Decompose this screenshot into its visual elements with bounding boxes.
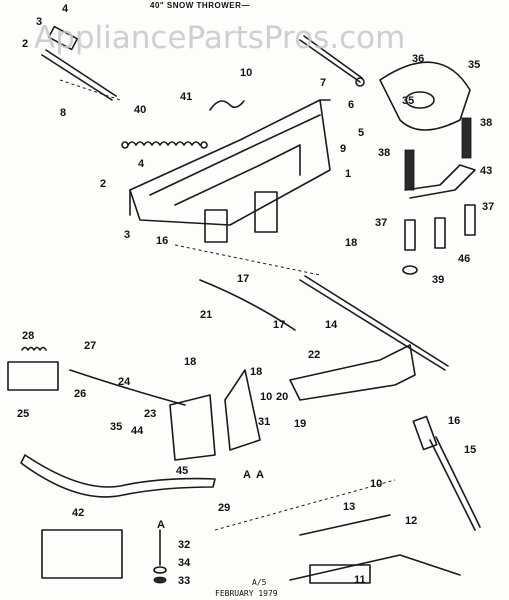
part-shoe-36 [379, 61, 471, 131]
label-27: 27 [84, 340, 96, 352]
label-9: 9 [340, 143, 346, 155]
part-rod-8 [41, 25, 117, 101]
label-45: 45 [176, 465, 188, 477]
label-3b: 3 [124, 229, 130, 241]
label-33: 33 [178, 575, 190, 587]
guide-line-2 [214, 479, 396, 531]
label-20: 20 [276, 391, 288, 403]
label-40: 40 [134, 104, 146, 116]
label-46: 46 [458, 253, 470, 265]
label-1: 1 [345, 168, 351, 180]
label-4b: 4 [138, 158, 145, 170]
label-17a: 17 [237, 273, 249, 285]
label-6: 6 [348, 99, 354, 111]
part-bolts-37-46 [402, 204, 476, 275]
label-24: 24 [118, 376, 131, 388]
label-23: 23 [144, 408, 156, 420]
label-18b: 18 [184, 356, 196, 368]
label-10b: 10 [260, 391, 272, 403]
label-38a: 38 [480, 117, 492, 129]
label-26: 26 [74, 388, 86, 400]
part-bracket-19 [289, 344, 416, 401]
guide-line-3 [59, 79, 121, 101]
diagram-title: 40" SNOW THROWER— [150, 1, 250, 10]
part-handle-29 [20, 454, 216, 498]
label-28: 28 [22, 330, 34, 342]
part-cable-21 [199, 279, 296, 331]
label-42: 42 [72, 507, 84, 519]
footer-date: FEBRUARY 1979 [215, 589, 278, 598]
label-14: 14 [325, 319, 338, 331]
part-lower-frame [289, 514, 461, 584]
label-37a: 37 [375, 217, 387, 229]
label-4a: 4 [62, 3, 69, 15]
label-3a: 3 [36, 16, 42, 28]
label-19: 19 [294, 418, 306, 430]
label-10a: 10 [240, 67, 252, 79]
label-10c: 10 [370, 478, 382, 490]
watermark: AppliancePartsPros.com [34, 20, 405, 56]
part-spring-40 [121, 141, 208, 149]
label-15: 15 [464, 444, 476, 456]
footer-code: A/5 [252, 578, 267, 587]
ref-mark-a3: A [157, 519, 165, 531]
part-spring-38b [461, 117, 472, 159]
label-18a: 18 [345, 237, 357, 249]
label-13: 13 [343, 501, 355, 513]
part-bracket-23 [169, 394, 216, 461]
label-11: 11 [354, 574, 366, 586]
part-frame-1 [129, 99, 331, 243]
ref-mark-a1: A [243, 469, 251, 481]
label-17b: 17 [273, 319, 285, 331]
label-34: 34 [178, 557, 191, 569]
label-25: 25 [17, 408, 29, 420]
part-bracket-25 [7, 346, 59, 391]
label-44: 44 [131, 425, 144, 437]
label-16a: 16 [156, 235, 168, 247]
part-wire-41 [209, 100, 245, 111]
label-35c: 35 [110, 421, 122, 433]
label-35b: 35 [402, 95, 414, 107]
label-35a: 35 [468, 59, 480, 71]
label-41: 41 [180, 91, 192, 103]
label-7: 7 [320, 77, 326, 89]
part-spring-38a [404, 149, 415, 191]
label-37b: 37 [482, 201, 494, 213]
label-36: 36 [412, 53, 424, 65]
label-18c: 18 [250, 366, 262, 378]
label-21: 21 [200, 309, 212, 321]
part-cable-24 [69, 369, 186, 406]
label-8: 8 [60, 107, 66, 119]
label-39: 39 [432, 274, 444, 286]
label-29: 29 [218, 502, 230, 514]
label-38b: 38 [378, 147, 390, 159]
label-16b: 16 [448, 415, 460, 427]
part-fasteners-32-34-33 [153, 529, 167, 584]
part-bracket-31 [224, 369, 261, 451]
part-rod-7 [299, 35, 365, 87]
label-12: 12 [405, 515, 417, 527]
part-decal-42 [41, 529, 123, 579]
label-32: 32 [178, 539, 190, 551]
guide-line-1 [174, 244, 321, 276]
label-2b: 2 [100, 178, 106, 190]
ref-mark-a2: A [256, 469, 264, 481]
part-rod-14 [299, 275, 449, 371]
label-22: 22 [308, 349, 320, 361]
label-43: 43 [480, 165, 492, 177]
part-bracket-43 [404, 164, 476, 199]
label-5: 5 [358, 127, 364, 139]
part-rod-15 [412, 415, 481, 531]
label-31: 31 [258, 416, 270, 428]
label-2a: 2 [22, 38, 28, 50]
